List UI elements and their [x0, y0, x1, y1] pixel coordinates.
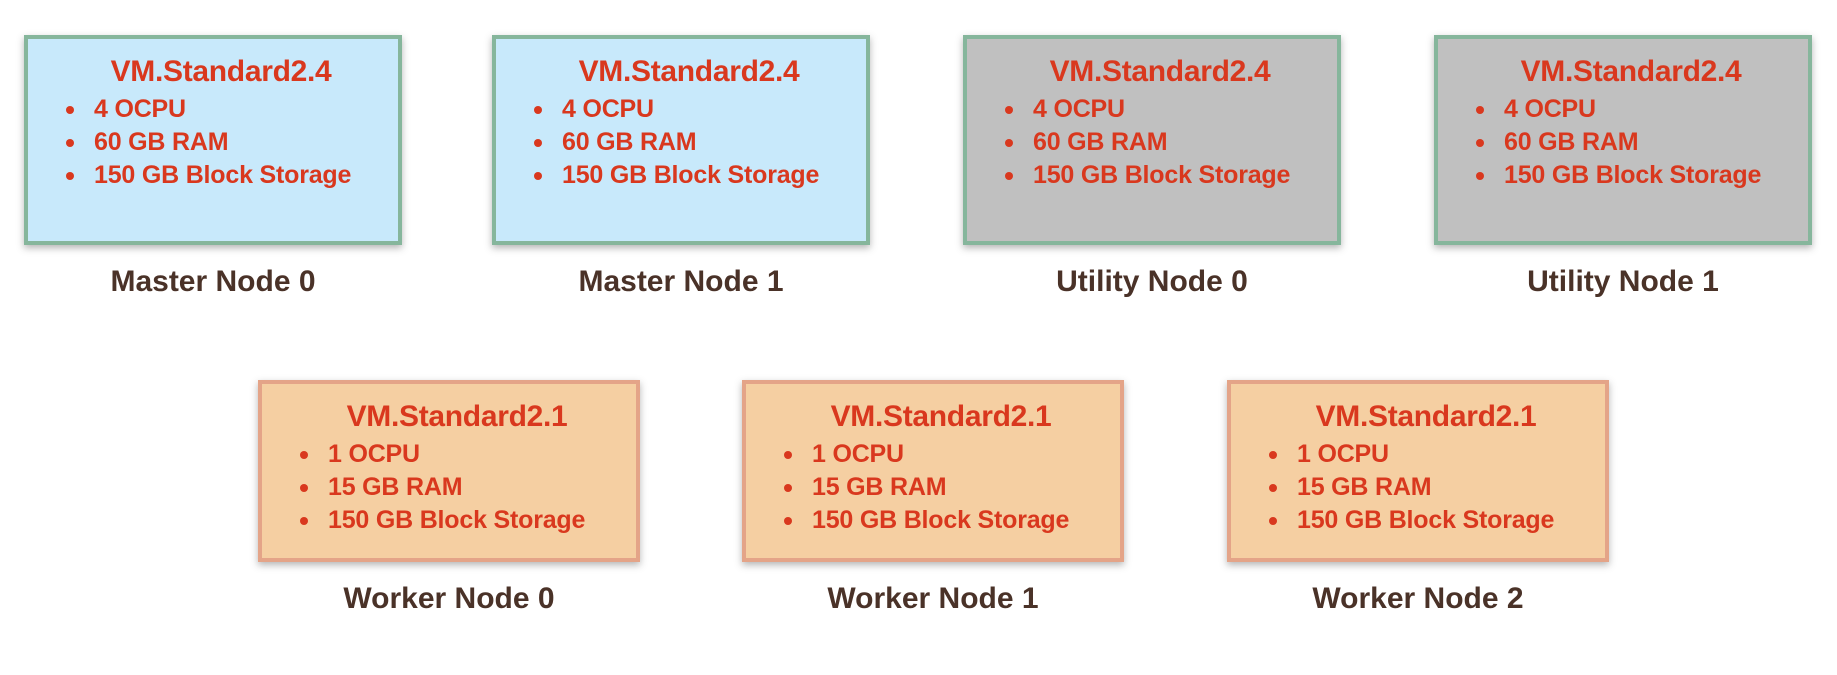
node-caption: Worker Node 0 [343, 582, 555, 615]
node-card-worker-node-2[interactable]: VM.Standard2.1 1 OCPU 15 GB RAM 150 GB B… [1227, 380, 1609, 616]
spec-item: 1 OCPU [776, 438, 1120, 471]
node-card-utility-node-0[interactable]: VM.Standard2.4 4 OCPU 60 GB RAM 150 GB B… [963, 35, 1341, 299]
node-card-master-node-1[interactable]: VM.Standard2.4 4 OCPU 60 GB RAM 150 GB B… [492, 35, 870, 299]
spec-list: 1 OCPU 15 GB RAM 150 GB Block Storage [1231, 438, 1605, 537]
node-card-master-node-0[interactable]: VM.Standard2.4 4 OCPU 60 GB RAM 150 GB B… [24, 35, 402, 299]
node-caption: Master Node 0 [110, 265, 316, 298]
spec-item: 60 GB RAM [526, 126, 866, 159]
spec-item: 150 GB Block Storage [292, 504, 636, 537]
shape-name: VM.Standard2.4 [1049, 55, 1271, 88]
spec-list: 1 OCPU 15 GB RAM 150 GB Block Storage [262, 438, 636, 537]
node-box: VM.Standard2.4 4 OCPU 60 GB RAM 150 GB B… [492, 35, 870, 245]
spec-item: 60 GB RAM [1468, 126, 1808, 159]
spec-item: 60 GB RAM [58, 126, 398, 159]
spec-item: 1 OCPU [292, 438, 636, 471]
shape-name: VM.Standard2.1 [830, 400, 1052, 433]
node-caption: Utility Node 1 [1527, 265, 1719, 298]
spec-item: 60 GB RAM [997, 126, 1337, 159]
node-box: VM.Standard2.4 4 OCPU 60 GB RAM 150 GB B… [24, 35, 402, 245]
spec-item: 4 OCPU [997, 93, 1337, 126]
node-caption: Worker Node 2 [1312, 582, 1524, 615]
spec-list: 4 OCPU 60 GB RAM 150 GB Block Storage [28, 93, 398, 192]
spec-list: 4 OCPU 60 GB RAM 150 GB Block Storage [967, 93, 1337, 192]
shape-name: VM.Standard2.4 [1520, 55, 1742, 88]
shape-name: VM.Standard2.1 [346, 400, 568, 433]
spec-list: 4 OCPU 60 GB RAM 150 GB Block Storage [1438, 93, 1808, 192]
spec-item: 150 GB Block Storage [1261, 504, 1605, 537]
node-caption: Worker Node 1 [827, 582, 1039, 615]
spec-item: 15 GB RAM [292, 471, 636, 504]
node-caption: Utility Node 0 [1056, 265, 1248, 298]
node-box: VM.Standard2.1 1 OCPU 15 GB RAM 150 GB B… [258, 380, 640, 562]
node-card-utility-node-1[interactable]: VM.Standard2.4 4 OCPU 60 GB RAM 150 GB B… [1434, 35, 1812, 299]
node-box: VM.Standard2.4 4 OCPU 60 GB RAM 150 GB B… [1434, 35, 1812, 245]
spec-item: 150 GB Block Storage [776, 504, 1120, 537]
node-box: VM.Standard2.4 4 OCPU 60 GB RAM 150 GB B… [963, 35, 1341, 245]
spec-item: 4 OCPU [58, 93, 398, 126]
spec-item: 4 OCPU [1468, 93, 1808, 126]
node-caption: Master Node 1 [578, 265, 784, 298]
spec-item: 15 GB RAM [776, 471, 1120, 504]
spec-list: 4 OCPU 60 GB RAM 150 GB Block Storage [496, 93, 866, 192]
node-box: VM.Standard2.1 1 OCPU 15 GB RAM 150 GB B… [1227, 380, 1609, 562]
shape-name: VM.Standard2.4 [578, 55, 800, 88]
shape-name: VM.Standard2.4 [110, 55, 332, 88]
node-card-worker-node-1[interactable]: VM.Standard2.1 1 OCPU 15 GB RAM 150 GB B… [742, 380, 1124, 616]
spec-item: 1 OCPU [1261, 438, 1605, 471]
shape-name: VM.Standard2.1 [1315, 400, 1537, 433]
spec-item: 15 GB RAM [1261, 471, 1605, 504]
node-box: VM.Standard2.1 1 OCPU 15 GB RAM 150 GB B… [742, 380, 1124, 562]
node-card-worker-node-0[interactable]: VM.Standard2.1 1 OCPU 15 GB RAM 150 GB B… [258, 380, 640, 616]
spec-item: 150 GB Block Storage [1468, 159, 1808, 192]
spec-item: 150 GB Block Storage [997, 159, 1337, 192]
spec-item: 4 OCPU [526, 93, 866, 126]
spec-item: 150 GB Block Storage [526, 159, 866, 192]
spec-item: 150 GB Block Storage [58, 159, 398, 192]
spec-list: 1 OCPU 15 GB RAM 150 GB Block Storage [746, 438, 1120, 537]
